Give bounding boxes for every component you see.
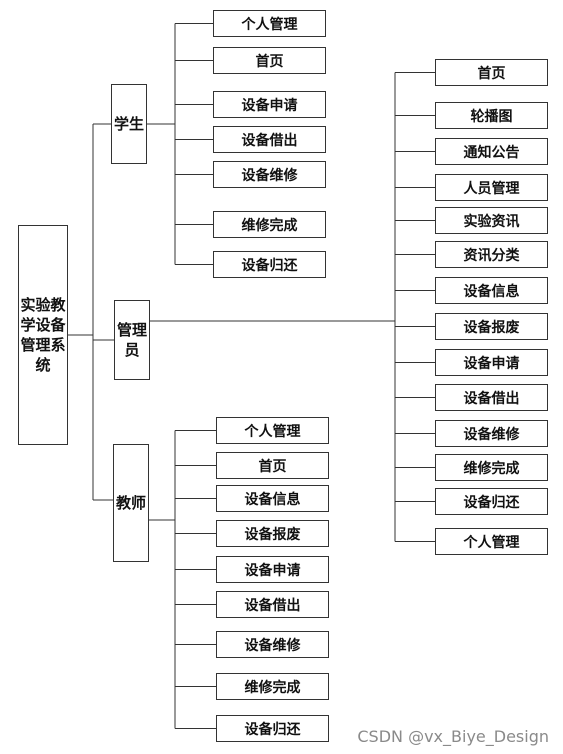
teacher-item-label: 个人管理 [244,423,301,440]
role-label-teacher: 教师 [115,494,146,512]
admin-item-label: 设备申请 [463,355,520,372]
teacher-item: 设备报废 [216,520,329,547]
admin-item-label: 首页 [477,65,506,82]
admin-item-label: 实验资讯 [463,213,520,230]
teacher-item-label: 设备借出 [244,597,301,614]
admin-item: 个人管理 [435,528,548,555]
admin-item-label: 设备报废 [463,319,520,336]
teacher-item-label: 设备维修 [244,637,301,654]
admin-item-label: 维修完成 [463,460,520,477]
student-item: 首页 [213,47,326,74]
role-node-teacher: 教师 [113,444,149,562]
student-item-label: 维修完成 [241,217,298,234]
admin-item: 设备信息 [435,277,548,304]
teacher-item: 首页 [216,452,329,479]
admin-item: 维修完成 [435,454,548,481]
role-label-admin: 管理员 [116,321,147,359]
admin-item: 首页 [435,59,548,86]
teacher-item-label: 首页 [258,458,287,475]
student-item-label: 设备申请 [241,97,298,114]
student-item: 设备申请 [213,91,326,118]
student-item: 设备借出 [213,126,326,153]
teacher-item-label: 设备申请 [244,562,301,579]
admin-item: 资讯分类 [435,241,548,268]
student-item: 设备归还 [213,251,326,278]
admin-item: 设备借出 [435,384,548,411]
admin-item: 人员管理 [435,174,548,201]
teacher-item-label: 设备归还 [244,721,301,738]
student-item-label: 设备归还 [241,257,298,274]
root-label: 实验教学设备管理系统 [20,296,66,374]
admin-item-label: 个人管理 [463,534,520,551]
teacher-item: 个人管理 [216,417,329,444]
admin-item: 设备归还 [435,488,548,515]
admin-item-label: 设备维修 [463,426,520,443]
watermark: CSDN @vx_Biye_Design [357,727,549,746]
teacher-item: 设备借出 [216,591,329,618]
root-node: 实验教学设备管理系统 [18,225,68,445]
student-item: 设备维修 [213,161,326,188]
role-node-admin: 管理员 [114,300,150,380]
admin-item-label: 轮播图 [470,108,513,125]
student-item: 个人管理 [213,10,326,37]
student-item-label: 设备借出 [241,132,298,149]
teacher-item-label: 设备报废 [244,526,301,543]
admin-item-label: 设备归还 [463,494,520,511]
student-item-label: 首页 [255,53,284,70]
admin-item-label: 设备借出 [463,390,520,407]
admin-item: 设备维修 [435,420,548,447]
teacher-item: 维修完成 [216,673,329,700]
teacher-item: 设备信息 [216,485,329,512]
admin-item-label: 资讯分类 [463,247,520,264]
admin-item: 设备申请 [435,349,548,376]
admin-item: 设备报废 [435,313,548,340]
student-item-label: 个人管理 [241,16,298,33]
admin-item: 轮播图 [435,102,548,129]
teacher-item-label: 设备信息 [244,491,301,508]
student-item: 维修完成 [213,211,326,238]
teacher-item: 设备归还 [216,715,329,742]
admin-item-label: 通知公告 [463,144,520,161]
admin-item: 通知公告 [435,138,548,165]
admin-item-label: 人员管理 [463,180,520,197]
student-item-label: 设备维修 [241,167,298,184]
teacher-item: 设备申请 [216,556,329,583]
teacher-item-label: 维修完成 [244,679,301,696]
role-label-student: 学生 [113,115,144,133]
role-node-student: 学生 [111,84,147,164]
admin-item: 实验资讯 [435,207,548,234]
teacher-item: 设备维修 [216,631,329,658]
admin-item-label: 设备信息 [463,283,520,300]
